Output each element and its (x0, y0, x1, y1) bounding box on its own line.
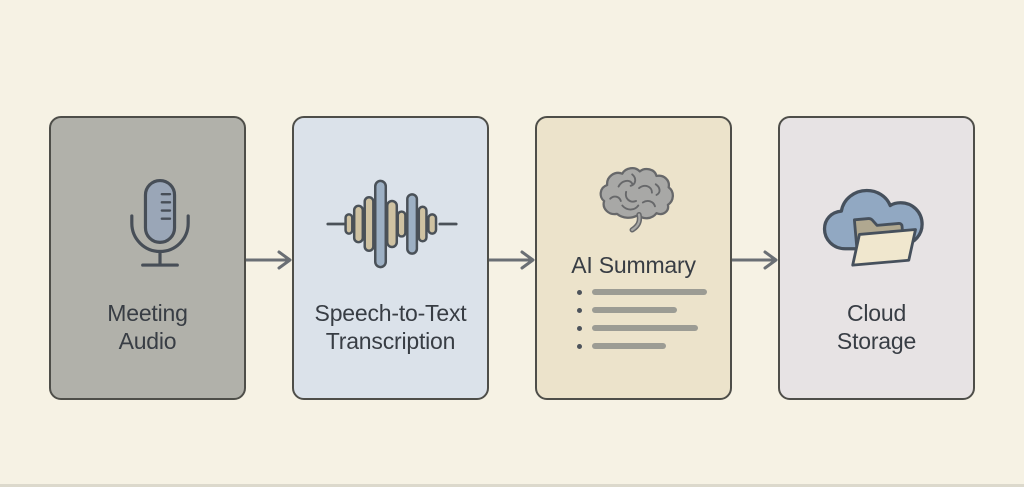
node-label-speech-to-text: Speech-to-Text Transcription (294, 299, 487, 355)
bullet-text-bar (592, 289, 707, 295)
label-line: Storage (836, 328, 917, 354)
label-line: Meeting (107, 300, 188, 326)
bullet-row (577, 319, 707, 337)
connector-arrow-2 (489, 250, 535, 270)
node-speech-to-text: Speech-to-Text Transcription (292, 116, 489, 400)
node-label-ai-summary: AI Summary (537, 251, 730, 279)
label-line: Transcription (325, 328, 456, 354)
label-line: Audio (118, 328, 177, 354)
node-cloud-storage: Cloud Storage (778, 116, 975, 400)
bottom-edge (0, 484, 1024, 487)
node-meeting-audio: Meeting Audio (49, 116, 246, 400)
brain-icon (595, 166, 677, 241)
bullet-row (577, 283, 707, 301)
bullet-row (577, 337, 707, 355)
bullet-row (577, 301, 707, 319)
cloud-folder-icon (817, 180, 939, 283)
label-line: Speech-to-Text (314, 300, 467, 326)
bullet-text-bar (592, 325, 698, 331)
waveform-icon (325, 176, 459, 277)
label-line: Cloud (846, 300, 907, 326)
bullet-dot (577, 307, 582, 313)
bullet-dot (577, 343, 582, 349)
label-line: AI Summary (571, 252, 696, 278)
bullet-dot (577, 289, 582, 295)
connector-arrow-1 (246, 250, 292, 270)
bullet-text-bar (592, 343, 666, 349)
connector-arrow-3 (732, 250, 778, 270)
node-label-cloud-storage: Cloud Storage (780, 299, 973, 355)
node-ai-summary: AI Summary (535, 116, 732, 400)
bullet-dot (577, 325, 582, 331)
node-label-meeting-audio: Meeting Audio (51, 299, 244, 355)
summary-bullet-list (577, 283, 707, 355)
bullet-text-bar (592, 307, 677, 313)
microphone-icon (119, 176, 201, 281)
